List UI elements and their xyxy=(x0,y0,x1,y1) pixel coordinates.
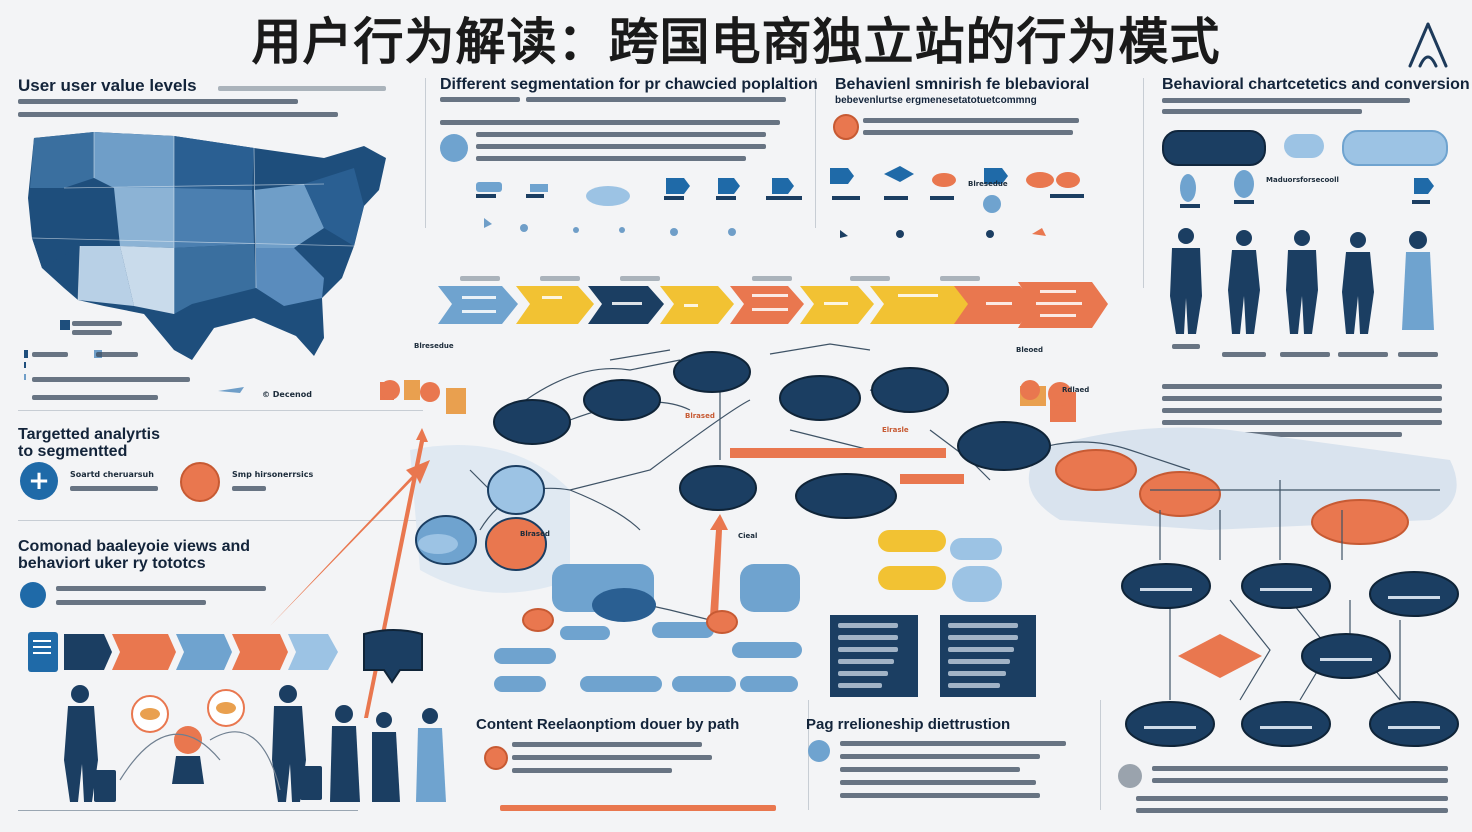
section-title-user-value: User user value levels xyxy=(18,76,197,95)
content-block-3 xyxy=(740,564,800,612)
conversion-icons xyxy=(1180,170,1434,208)
page-title: 用户行为解读：跨国电商独立站的行为模式 xyxy=(251,13,1221,71)
section-title-conversion: Behavioral chartcetetics and conversion xyxy=(1162,76,1470,93)
progress-arrow-bar xyxy=(28,632,338,672)
content-orange-dot-2 xyxy=(522,608,554,632)
chevron-flow xyxy=(438,282,1108,328)
page-icon xyxy=(808,740,830,762)
section-title-page: Pag rrelioneship diettrustion xyxy=(806,716,1011,733)
content-pill-1 xyxy=(494,648,556,664)
yellow-pill-2 xyxy=(878,566,946,590)
common-title-line2: behaviort uker ry tototcs xyxy=(18,555,206,572)
blue-pill-1 xyxy=(950,538,1002,560)
content-pill-8 xyxy=(740,676,798,692)
targeted-title-line1: Targetted analyrtis xyxy=(18,426,160,443)
list-panel-1 xyxy=(830,615,918,697)
section-title-segmentation: Different segmentation for pr chawcied p… xyxy=(440,76,818,93)
targeted-title-line2: to segmentted xyxy=(18,443,128,460)
network-label-7: Blresedue xyxy=(414,342,454,350)
content-pill-5 xyxy=(494,676,546,692)
info-icon xyxy=(20,582,46,608)
network-label-4: Cieal xyxy=(738,532,758,540)
hierarchy-tree xyxy=(1121,480,1459,747)
behavior-flow-label: Blresedue xyxy=(968,180,1008,188)
conversion-mid-label: Maduorsforsecooll xyxy=(1266,176,1339,184)
target-orange-icon xyxy=(180,462,220,502)
network-label-3: Blrased xyxy=(520,530,550,538)
people-row xyxy=(1170,228,1434,334)
network-label-1: Blrased xyxy=(685,412,715,420)
network-diagram xyxy=(270,343,1457,718)
blue-pill-2 xyxy=(952,566,1002,602)
map-legend-note: © Decenod xyxy=(262,390,312,399)
content-pill-7 xyxy=(672,676,736,692)
list-panel-2 xyxy=(940,615,1036,697)
content-pill-4 xyxy=(732,642,802,658)
add-icon[interactable]: + xyxy=(20,462,58,500)
network-label-2: Elrasle xyxy=(882,426,909,434)
content-pill-3 xyxy=(652,622,714,638)
network-label-5: Rdlaed xyxy=(1062,386,1090,394)
conversion-pill-3 xyxy=(1342,130,1448,166)
note-icon xyxy=(1118,764,1142,788)
section-title-common: Comonad baaleyoie views and behaviort uk… xyxy=(18,538,250,572)
targeted-item-1: Soartd cheruarsuh xyxy=(70,470,154,479)
content-divider xyxy=(500,805,776,811)
segment-icon xyxy=(440,134,468,162)
behavior-icon xyxy=(833,114,859,140)
content-block-2 xyxy=(592,588,656,622)
section-title-behavioral: Behavienl smnirish fe blebavioral xyxy=(835,76,1090,93)
section-title-targeted: Targetted analyrtis to segmentted xyxy=(18,426,160,460)
plane-icon xyxy=(218,387,244,393)
us-map xyxy=(24,132,386,380)
content-pill-2 xyxy=(560,626,610,640)
content-icon xyxy=(484,746,508,770)
conversion-pill-1 xyxy=(1162,130,1266,166)
behavior-icon-row xyxy=(830,166,1084,238)
network-label-6: Bleoed xyxy=(1016,346,1044,354)
section-title-content: Content Reelaonptiom douer by path xyxy=(476,716,740,733)
tent-logo-icon xyxy=(1408,22,1448,68)
people-group-bottom xyxy=(64,685,446,802)
conversion-pill-2 xyxy=(1284,134,1324,158)
content-orange-dot xyxy=(706,610,738,634)
yellow-pill-1 xyxy=(878,530,946,552)
targeted-item-2: Smp hirsonerrsics xyxy=(232,470,314,479)
content-pill-6 xyxy=(580,676,662,692)
common-title-line1: Comonad baaleyoie views and xyxy=(18,538,251,555)
section-subtitle-behavioral: bebevenlurtse ergmenesetatotuetcommng xyxy=(835,95,1037,106)
segment-icon-row xyxy=(476,178,802,236)
